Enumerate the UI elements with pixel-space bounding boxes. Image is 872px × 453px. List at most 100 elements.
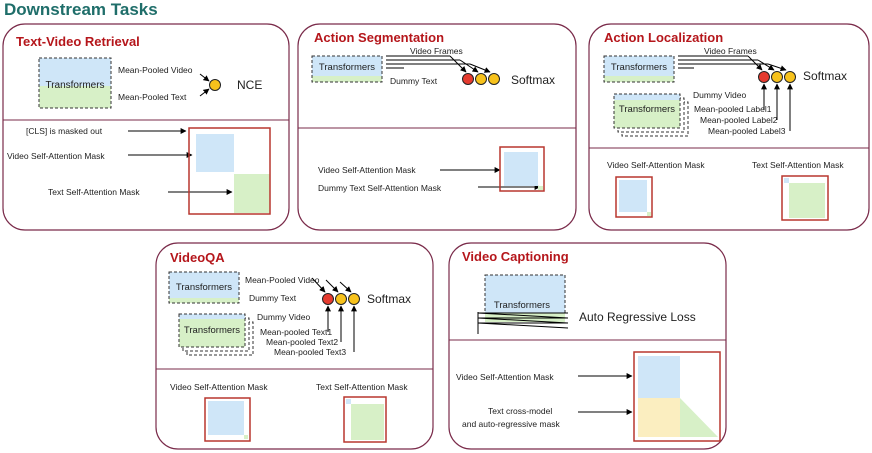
transformers-block: [168, 271, 240, 304]
arrow: [459, 59, 479, 73]
transformers-video-part: [179, 314, 245, 319]
transformers-block: [613, 93, 681, 129]
frame-lines: [678, 55, 768, 69]
text-mask-label: Text Self-Attention Mask: [316, 382, 408, 392]
label3: Mean-pooled Label3: [708, 126, 786, 136]
panel-videoqa: VideoQA Transformers Mean-Pooled Video D…: [155, 242, 434, 450]
arrow: [469, 63, 491, 73]
text-attention-mask-frame: [781, 175, 829, 221]
transformers-label: Transformers: [619, 104, 675, 115]
video-attention-mask-frame: [204, 397, 251, 442]
dummy-video-label: Dummy Video: [257, 312, 310, 322]
label1: Mean-pooled Label1: [694, 104, 772, 114]
video-mask-label: Video Self-Attention Mask: [607, 160, 705, 170]
transformers-label: Transformers: [176, 282, 232, 293]
transformers-text-part: [169, 298, 239, 303]
panel-frame: [448, 242, 727, 450]
arrow: [325, 279, 339, 293]
mask-text-block: [351, 404, 384, 440]
arrow: [339, 281, 352, 293]
mask-text-block: [647, 212, 651, 216]
output-circle: [322, 293, 334, 305]
video-frames-label: Video Frames: [704, 46, 757, 56]
panel-frame: [297, 23, 577, 231]
mask-video-block: [196, 134, 234, 172]
mask-causal-triangle: [680, 398, 718, 437]
transformers-text-part: [614, 100, 680, 128]
transformers-block: [178, 313, 246, 348]
attention-mask-frame: [188, 127, 271, 215]
mask-text-block: [789, 183, 825, 218]
output-circle: [348, 293, 360, 305]
task-title: Text-Video Retrieval: [16, 34, 140, 49]
panel-video-captioning: Video Captioning Transformers Auto Regre…: [448, 242, 727, 450]
transformers-label: Transformers: [494, 300, 550, 311]
cross-mask-line2: and auto-regressive mask: [462, 419, 561, 429]
auto-regressive-lines: [477, 312, 569, 334]
text-mask-label: Text Self-Attention Mask: [752, 160, 844, 170]
panel-action-localization: Action Localization Transformers Video F…: [588, 23, 870, 231]
transformers-label: Transformers: [611, 62, 667, 73]
frame-lines: [386, 55, 470, 69]
softmax-label: Softmax: [511, 73, 555, 87]
dummy-video-label: Dummy Video: [693, 90, 746, 100]
text3-label: Mean-pooled Text3: [274, 347, 346, 357]
transformers-video-part: [169, 272, 239, 298]
transformers-block: [603, 55, 675, 83]
arrow: [199, 88, 210, 97]
transformers-label: Transformers: [319, 62, 375, 73]
mask-text-block: [234, 174, 270, 213]
output-circle: [475, 73, 487, 85]
task-title: Action Localization: [604, 30, 723, 45]
dummy-text-mask-label: Dummy Text Self-Attention Mask: [318, 183, 442, 193]
output-circle: [488, 73, 500, 85]
transformers-block: [38, 57, 112, 109]
panel-frame: [588, 23, 870, 231]
transformers-video-part: [614, 94, 680, 100]
arrow: [767, 63, 787, 72]
mask-video-block: [784, 178, 789, 183]
video-mask-label: Video Self-Attention Mask: [170, 382, 268, 392]
transformers-label: Transformers: [184, 325, 240, 336]
mask-video-block: [619, 180, 647, 212]
video-mask-label: Video Self-Attention Mask: [7, 151, 105, 161]
mask-cross-block: [638, 398, 680, 437]
panel-text-video-retrieval: Text-Video Retrieval Transformers Mean-P…: [2, 23, 290, 231]
text1-label: Mean-pooled Text1: [260, 327, 332, 337]
transformers-label: Transformers: [45, 80, 104, 91]
text-mask-label: Text Self-Attention Mask: [48, 187, 140, 197]
mask-text-block: [244, 435, 248, 439]
transformers-text-part: [604, 76, 674, 82]
text2-label: Mean-pooled Text2: [266, 337, 338, 347]
text-attention-mask-frame: [343, 396, 387, 443]
task-title: Action Segmentation: [314, 30, 444, 45]
attention-mask-frame: [499, 146, 545, 192]
cls-masked-label: [CLS] is masked out: [26, 126, 103, 136]
video-mask-label: Video Self-Attention Mask: [318, 165, 416, 175]
transformers-text-part: [312, 76, 382, 82]
loss-label: Auto Regressive Loss: [579, 310, 696, 324]
arrow: [199, 73, 210, 82]
mean-pooled-video-label: Mean-Pooled Video: [118, 65, 193, 75]
mask-video-block: [504, 152, 538, 186]
cross-mask-line1: Text cross-model: [488, 406, 552, 416]
output-circle: [784, 71, 796, 83]
transformers-video-part: [485, 275, 565, 313]
mean-pooled-text-label: Mean-Pooled Text: [118, 92, 187, 102]
panel-frame: [155, 242, 434, 450]
panel-action-segmentation: Action Segmentation Transformers Video F…: [297, 23, 577, 231]
video-mask-label: Video Self-Attention Mask: [456, 372, 554, 382]
page-title: Downstream Tasks: [4, 0, 158, 19]
arrow: [311, 277, 326, 293]
transformers-video-part: [312, 56, 382, 76]
nce-label: NCE: [237, 78, 262, 92]
transformers-text-part: [39, 86, 111, 108]
mean-pooled-video-label: Mean-Pooled Video: [245, 275, 320, 285]
transformers-video-part: [39, 58, 111, 86]
dummy-text-label: Dummy Text: [390, 76, 438, 86]
mask-video-block: [346, 399, 351, 404]
task-title: Video Captioning: [462, 249, 569, 264]
output-circle: [758, 71, 770, 83]
output-circle: [771, 71, 783, 83]
